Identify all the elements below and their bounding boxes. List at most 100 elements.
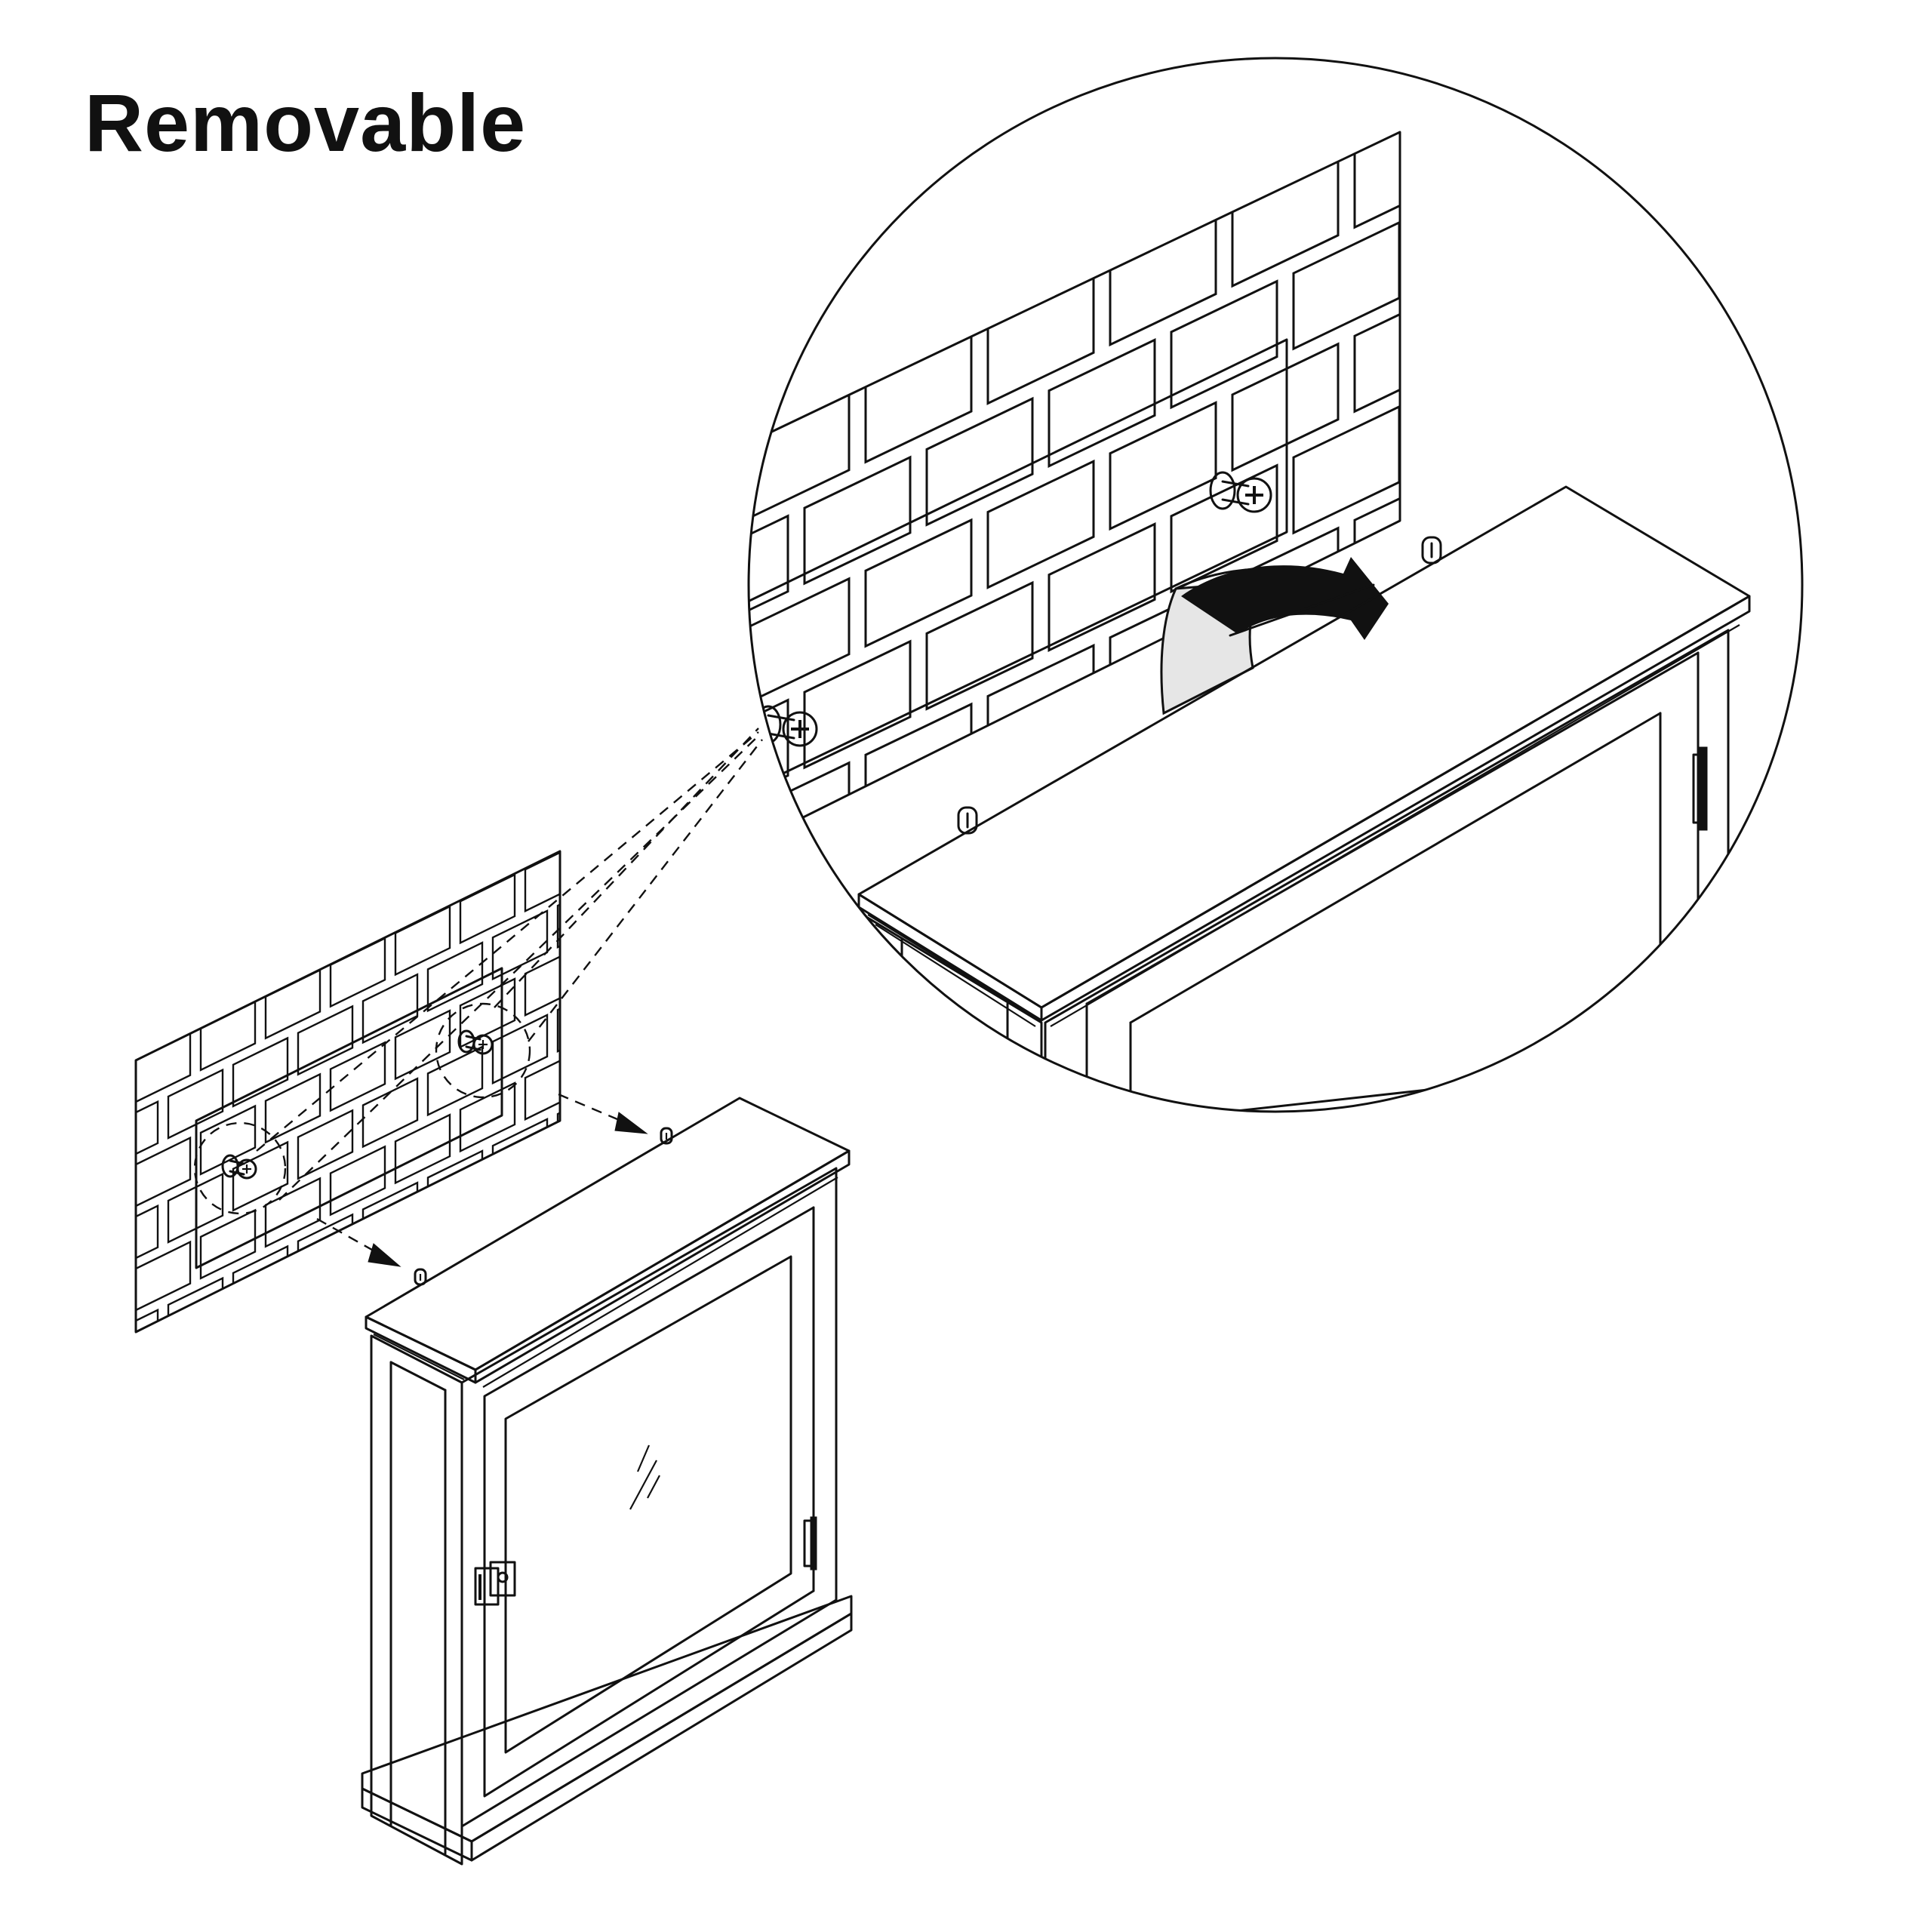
highlight-circle — [435, 1002, 531, 1099]
keyhole-hook-icon — [660, 1127, 673, 1145]
mirror-cabinet — [361, 1097, 853, 1866]
brick — [1416, 164, 1521, 290]
brick — [749, 698, 789, 829]
brick — [1231, 710, 1340, 841]
brick — [1660, 415, 1766, 541]
brick — [459, 1081, 516, 1153]
brick — [556, 1189, 560, 1262]
brick — [621, 638, 727, 764]
brick — [1231, 342, 1340, 472]
brick — [1599, 536, 1705, 662]
brick — [199, 1312, 257, 1332]
brick — [71, 1274, 125, 1342]
brick — [426, 1045, 484, 1117]
brick — [1477, 226, 1583, 352]
brick — [297, 1004, 354, 1076]
brick — [804, 1010, 910, 1136]
brick — [623, 1056, 677, 1124]
brick — [233, 1351, 288, 1419]
brick — [1353, 467, 1400, 598]
hinge-icon — [1692, 746, 1708, 831]
screw-icon — [1209, 471, 1272, 513]
brick — [1048, 522, 1156, 652]
brick — [329, 937, 386, 1008]
brick — [1292, 773, 1400, 875]
brick — [297, 1213, 354, 1284]
brick — [655, 1092, 709, 1160]
brick — [1170, 279, 1278, 410]
brick — [71, 1066, 125, 1134]
brick — [167, 1172, 224, 1244]
brick — [136, 1346, 190, 1414]
screw-icon — [457, 1029, 494, 1055]
brick — [491, 1014, 549, 1085]
brick — [1048, 338, 1156, 468]
brick — [491, 1118, 549, 1189]
brick — [232, 1036, 289, 1108]
brick — [199, 1208, 257, 1280]
brick — [297, 1109, 354, 1180]
brick — [986, 275, 1095, 405]
brick — [803, 639, 912, 770]
brick — [682, 884, 788, 1011]
brick — [749, 577, 851, 707]
brick — [1292, 405, 1400, 535]
brick — [329, 1145, 386, 1217]
brick — [1353, 132, 1400, 229]
brick — [1599, 168, 1705, 294]
brick — [986, 827, 1095, 875]
brick — [1353, 651, 1400, 782]
brick — [1049, 892, 1155, 1018]
brick — [556, 877, 560, 949]
brick — [136, 1308, 159, 1332]
brick — [925, 580, 1034, 711]
brick — [394, 905, 451, 977]
brick — [590, 1020, 645, 1088]
brick — [655, 780, 709, 848]
brick — [167, 1068, 224, 1140]
brick — [264, 1072, 321, 1144]
brick — [361, 1077, 419, 1149]
brick — [1109, 401, 1217, 531]
brick — [621, 1006, 727, 1132]
brick — [264, 968, 321, 1040]
brick — [986, 459, 1095, 589]
brick — [556, 981, 560, 1054]
brick — [524, 945, 560, 1017]
keyhole-hook-icon — [957, 806, 978, 835]
brick — [925, 396, 1034, 527]
brick — [136, 1240, 192, 1312]
brick — [361, 973, 419, 1044]
highlight-circle — [193, 1121, 287, 1215]
brick — [623, 1160, 677, 1228]
brick — [1660, 47, 1766, 173]
brick — [1353, 283, 1400, 414]
keyhole-hook-icon — [414, 1268, 427, 1286]
brick — [1292, 220, 1400, 351]
brick — [524, 1153, 560, 1226]
brick — [264, 1281, 321, 1332]
brick — [743, 947, 849, 1073]
brick — [749, 514, 789, 645]
brick — [394, 1113, 451, 1185]
screw-icon — [221, 1154, 257, 1180]
brick — [394, 1217, 451, 1289]
brick — [199, 1104, 257, 1176]
brick — [168, 1383, 223, 1451]
brick — [1538, 105, 1644, 231]
brick — [925, 764, 1034, 875]
brick — [199, 1000, 257, 1072]
brick — [749, 392, 851, 523]
peel-arrow-icon — [1181, 557, 1389, 640]
brick — [361, 1181, 419, 1253]
brick — [688, 920, 742, 988]
paper-panel — [749, 338, 1288, 794]
brick — [426, 1149, 484, 1221]
direction-arrow-icon — [558, 1093, 648, 1134]
brick — [864, 334, 973, 464]
brick — [394, 1009, 451, 1081]
brick — [491, 1222, 549, 1294]
brick — [864, 518, 973, 648]
brick — [688, 1128, 742, 1196]
